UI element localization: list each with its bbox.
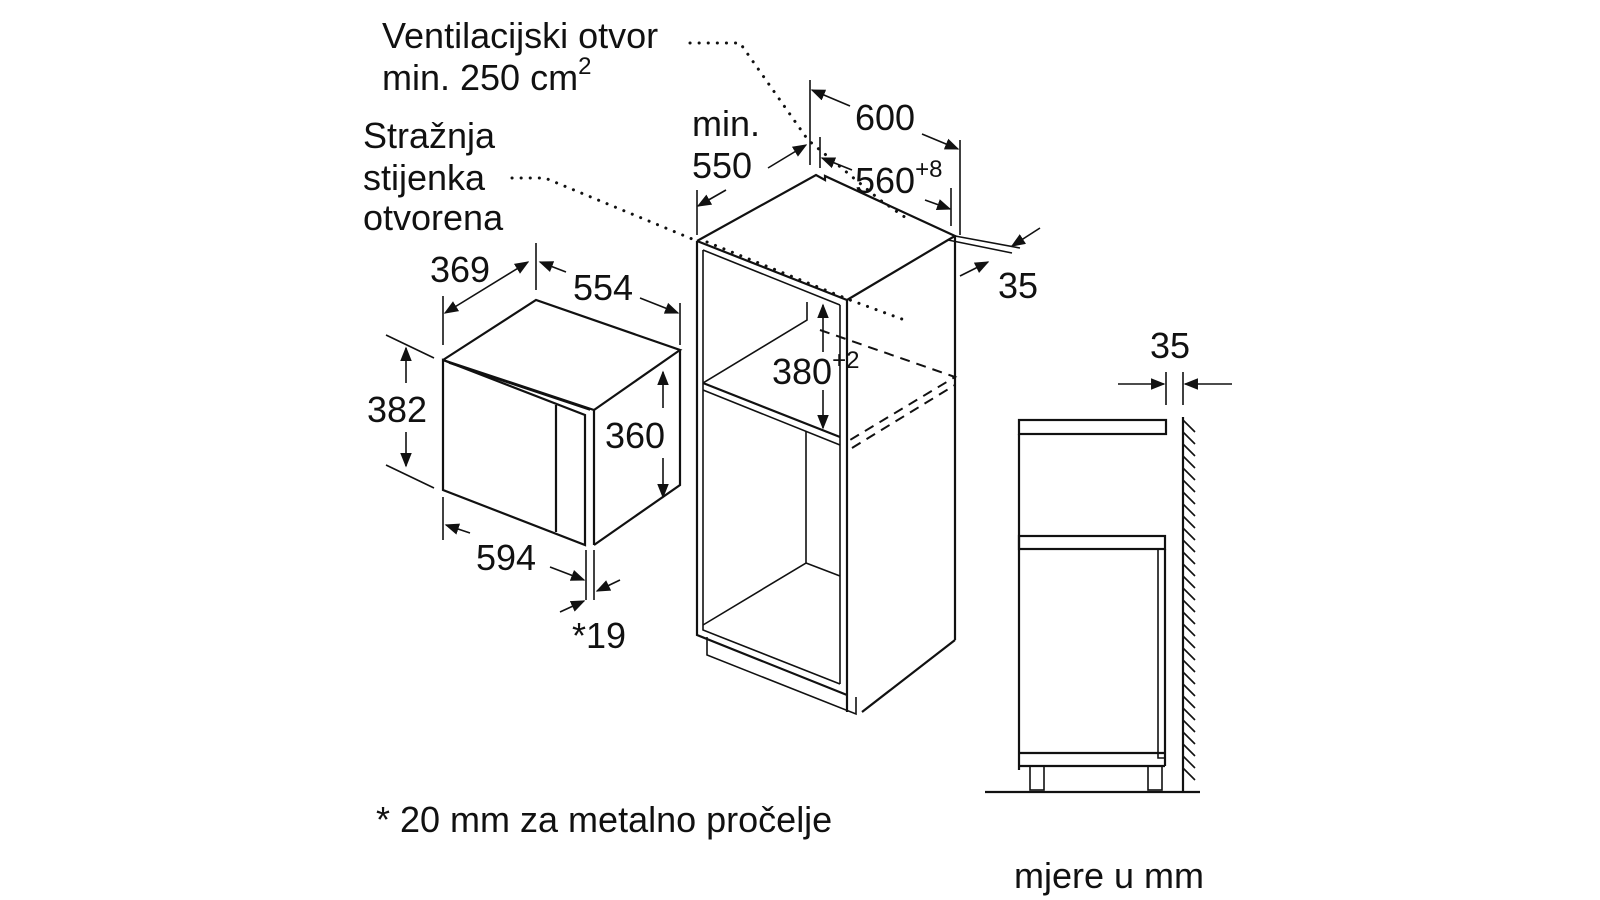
back-wall-label-line3: otvorena — [363, 197, 504, 238]
dim-depth-369: 369 — [430, 249, 491, 290]
dim-inner-width-value: 560 — [855, 160, 916, 201]
dim-height-382: 382 — [367, 389, 428, 430]
dim-width-554: 554 — [573, 267, 634, 308]
vent-label-line2: min. 250 cm2 — [382, 55, 591, 98]
leader-lines — [510, 41, 912, 324]
dim-front-19: *19 — [572, 615, 627, 656]
back-wall-label-line2: stijenka — [363, 157, 486, 198]
dim-width-594: 594 — [476, 537, 537, 578]
vent-label-line1: Ventilacijski otvor — [382, 15, 659, 56]
microwave-dimension-lines — [385, 243, 681, 613]
dim-height-360: 360 — [605, 415, 666, 456]
microwave-drawing — [441, 298, 683, 547]
dim-niche-height-380: 380+2 — [772, 349, 859, 392]
dim-rear-gap-35: 35 — [998, 265, 1039, 306]
units-note: mjere u mm — [1014, 855, 1205, 896]
dim-inner-width-tolerance: +8 — [915, 156, 943, 183]
dim-min-label: min. — [692, 103, 761, 144]
dim-min-depth-550: 550 — [692, 145, 753, 186]
vent-area-text: min. 250 cm — [382, 57, 579, 98]
vent-area-superscript: 2 — [578, 53, 592, 80]
dim-niche-height-tolerance: +2 — [832, 347, 860, 374]
dim-inner-width-560: 560+8 — [855, 158, 942, 201]
cabinet-dimension-lines — [696, 80, 1041, 430]
side-view-gap-35: 35 — [1150, 325, 1191, 366]
footnote: * 20 mm za metalno pročelje — [376, 799, 833, 840]
cabinet-drawing — [695, 173, 958, 716]
dim-outer-width-600: 600 — [855, 97, 916, 138]
side-view-drawing — [985, 372, 1232, 794]
back-wall-label-line1: Stražnja — [363, 115, 496, 156]
dim-niche-height-value: 380 — [772, 351, 833, 392]
